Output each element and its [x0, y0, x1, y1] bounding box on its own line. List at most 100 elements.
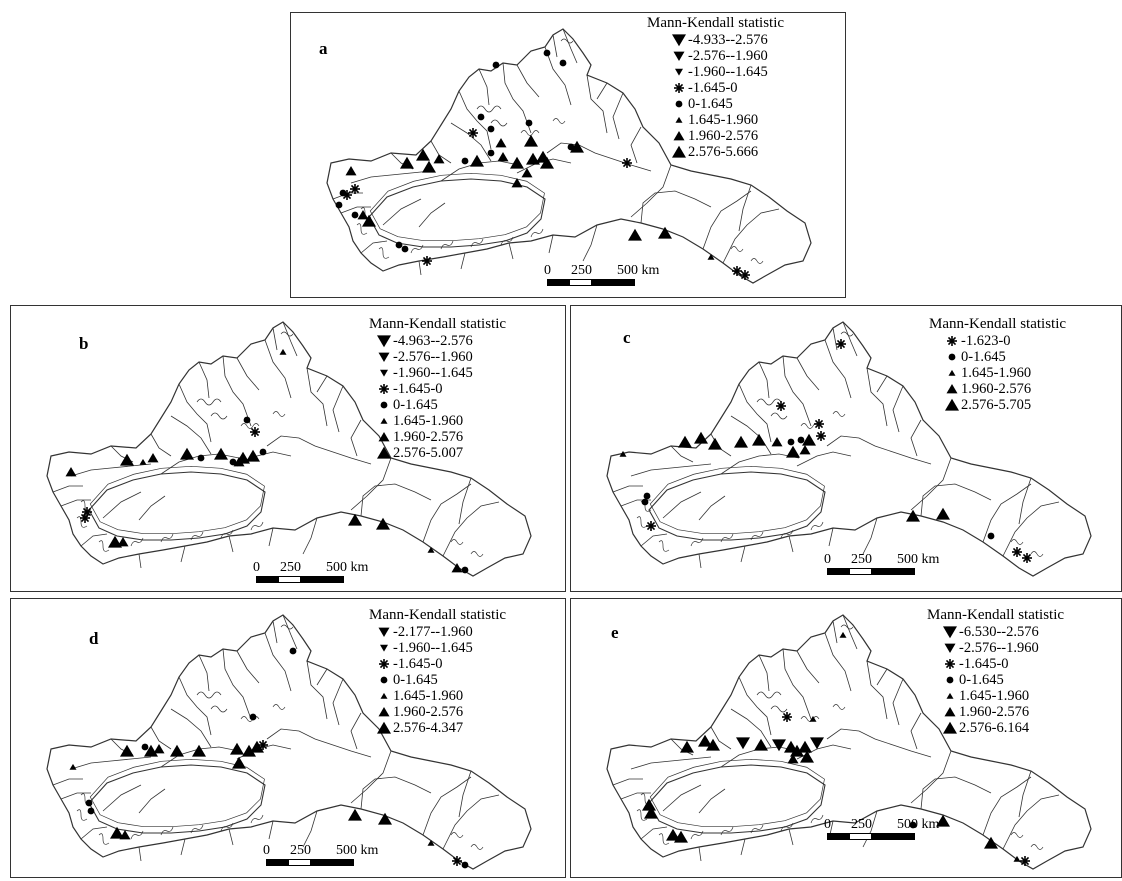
basin-boundary: [458, 477, 472, 525]
basin-boundary: [612, 92, 624, 140]
symbol-up-large: [734, 435, 748, 448]
basin-boundary: [710, 726, 732, 750]
symbol-up-medium: [946, 384, 958, 394]
scale-label: 500 km: [897, 817, 940, 832]
symbol-down-large: [672, 34, 686, 47]
river-line: [500, 236, 514, 246]
river-line: [636, 516, 648, 528]
symbol-up-small: [675, 116, 683, 123]
legend-item: 1.960-2.576: [945, 381, 1066, 397]
river-line: [240, 423, 260, 429]
basin-boundary: [738, 383, 772, 443]
symbol-up-large: [192, 744, 206, 757]
legend-label: 1.960-2.576: [393, 703, 464, 720]
basin-boundary: [1018, 477, 1032, 525]
basin-boundary: [458, 90, 492, 150]
legend-item: 2.576-6.164: [943, 720, 1064, 736]
legend-title: Mann-Kendall statistic: [647, 15, 785, 31]
symbol-dot: [141, 743, 149, 751]
basin-boundary: [910, 712, 922, 750]
basin-boundary: [586, 74, 608, 134]
river-line: [272, 411, 286, 417]
symbol-up-medium: [378, 707, 390, 717]
river-line: [470, 551, 484, 557]
desert-inner-ring: [369, 172, 545, 242]
symbol-down-medium: [673, 51, 685, 61]
basin-boundary: [282, 321, 298, 357]
symbol-up-large: [348, 808, 362, 821]
legend-title: Mann-Kendall statistic: [369, 607, 507, 623]
basin-boundary: [70, 756, 152, 770]
symbol-up-medium: [787, 754, 799, 764]
basin-boundary: [582, 224, 598, 262]
symbol-asterisk: [80, 513, 90, 523]
symbol-up-medium: [378, 432, 390, 442]
map-panel-e: e Mann-Kendall statistic -6.530--2.576-2…: [570, 598, 1122, 878]
symbol-up-medium: [771, 437, 783, 447]
scale-segment: [332, 860, 353, 865]
legend-item: -2.576--1.960: [672, 48, 784, 64]
symbol-dot: [401, 245, 409, 253]
basin-boundary: [228, 828, 234, 846]
basin-boundary: [910, 457, 952, 511]
symbol-up-large: [422, 160, 436, 173]
legend-label: -2.576--1.960: [393, 348, 473, 365]
river-line: [196, 398, 222, 406]
scale-segment: [893, 834, 914, 839]
symbol-asterisk: [732, 266, 742, 276]
symbol-dot: [487, 149, 495, 157]
symbol-up-small: [69, 763, 77, 770]
legend-label: -4.933--2.576: [688, 31, 768, 48]
scale-segment: [278, 577, 301, 582]
river-line: [220, 529, 234, 539]
symbol-up-small: [279, 348, 287, 355]
basin-boundary: [350, 457, 392, 511]
river-line: [552, 118, 566, 124]
river-line: [190, 824, 204, 834]
basin-boundary: [102, 491, 142, 519]
symbol-up-medium: [495, 138, 507, 148]
symbol-dot: [197, 454, 205, 462]
desert-inner-ring: [649, 758, 825, 828]
legend-item: 1.645-1.960: [377, 688, 506, 704]
basin-boundary: [350, 712, 362, 750]
basin-boundary: [350, 170, 432, 184]
symbol-dot: [259, 448, 267, 456]
basin-boundary: [236, 650, 260, 684]
legend-label: -1.960--1.645: [688, 63, 768, 80]
legend-symbol-down-small-icon: [380, 369, 388, 377]
scale-bar-segments: [827, 568, 915, 575]
desert-basin: [648, 471, 826, 541]
symbol-down-large: [810, 737, 824, 750]
legend-label: -2.576--1.960: [688, 47, 768, 64]
river-line: [98, 833, 110, 845]
symbol-down-large: [772, 739, 786, 752]
symbol-asterisk: [468, 128, 478, 138]
symbol-dot: [289, 647, 297, 655]
river-line: [1010, 832, 1024, 838]
basin-map: [46, 321, 532, 577]
legend-symbol-up-small-icon: [946, 692, 954, 699]
river-line: [750, 531, 764, 541]
legend-item: 0-1.645: [377, 672, 506, 688]
symbol-up-small: [427, 546, 435, 553]
symbol-up-large: [377, 721, 391, 734]
basin-boundary: [442, 794, 500, 850]
basin-boundary: [138, 788, 166, 814]
legend-item: 1.645-1.960: [377, 413, 506, 429]
legend-label: -4.963--2.576: [393, 332, 473, 349]
basin-boundary: [442, 501, 500, 557]
river-line: [810, 521, 824, 531]
legend-item: 1.960-2.576: [377, 429, 506, 445]
basin-boundary: [552, 34, 558, 58]
symbol-dot: [243, 416, 251, 424]
basin-boundary: [150, 726, 172, 750]
basin-boundary: [222, 355, 252, 427]
basin-boundary: [832, 327, 838, 351]
basin-boundary: [670, 445, 694, 463]
symbol-up-large: [790, 744, 804, 757]
symbol-asterisk: [622, 158, 632, 168]
basin-boundary: [788, 828, 794, 846]
